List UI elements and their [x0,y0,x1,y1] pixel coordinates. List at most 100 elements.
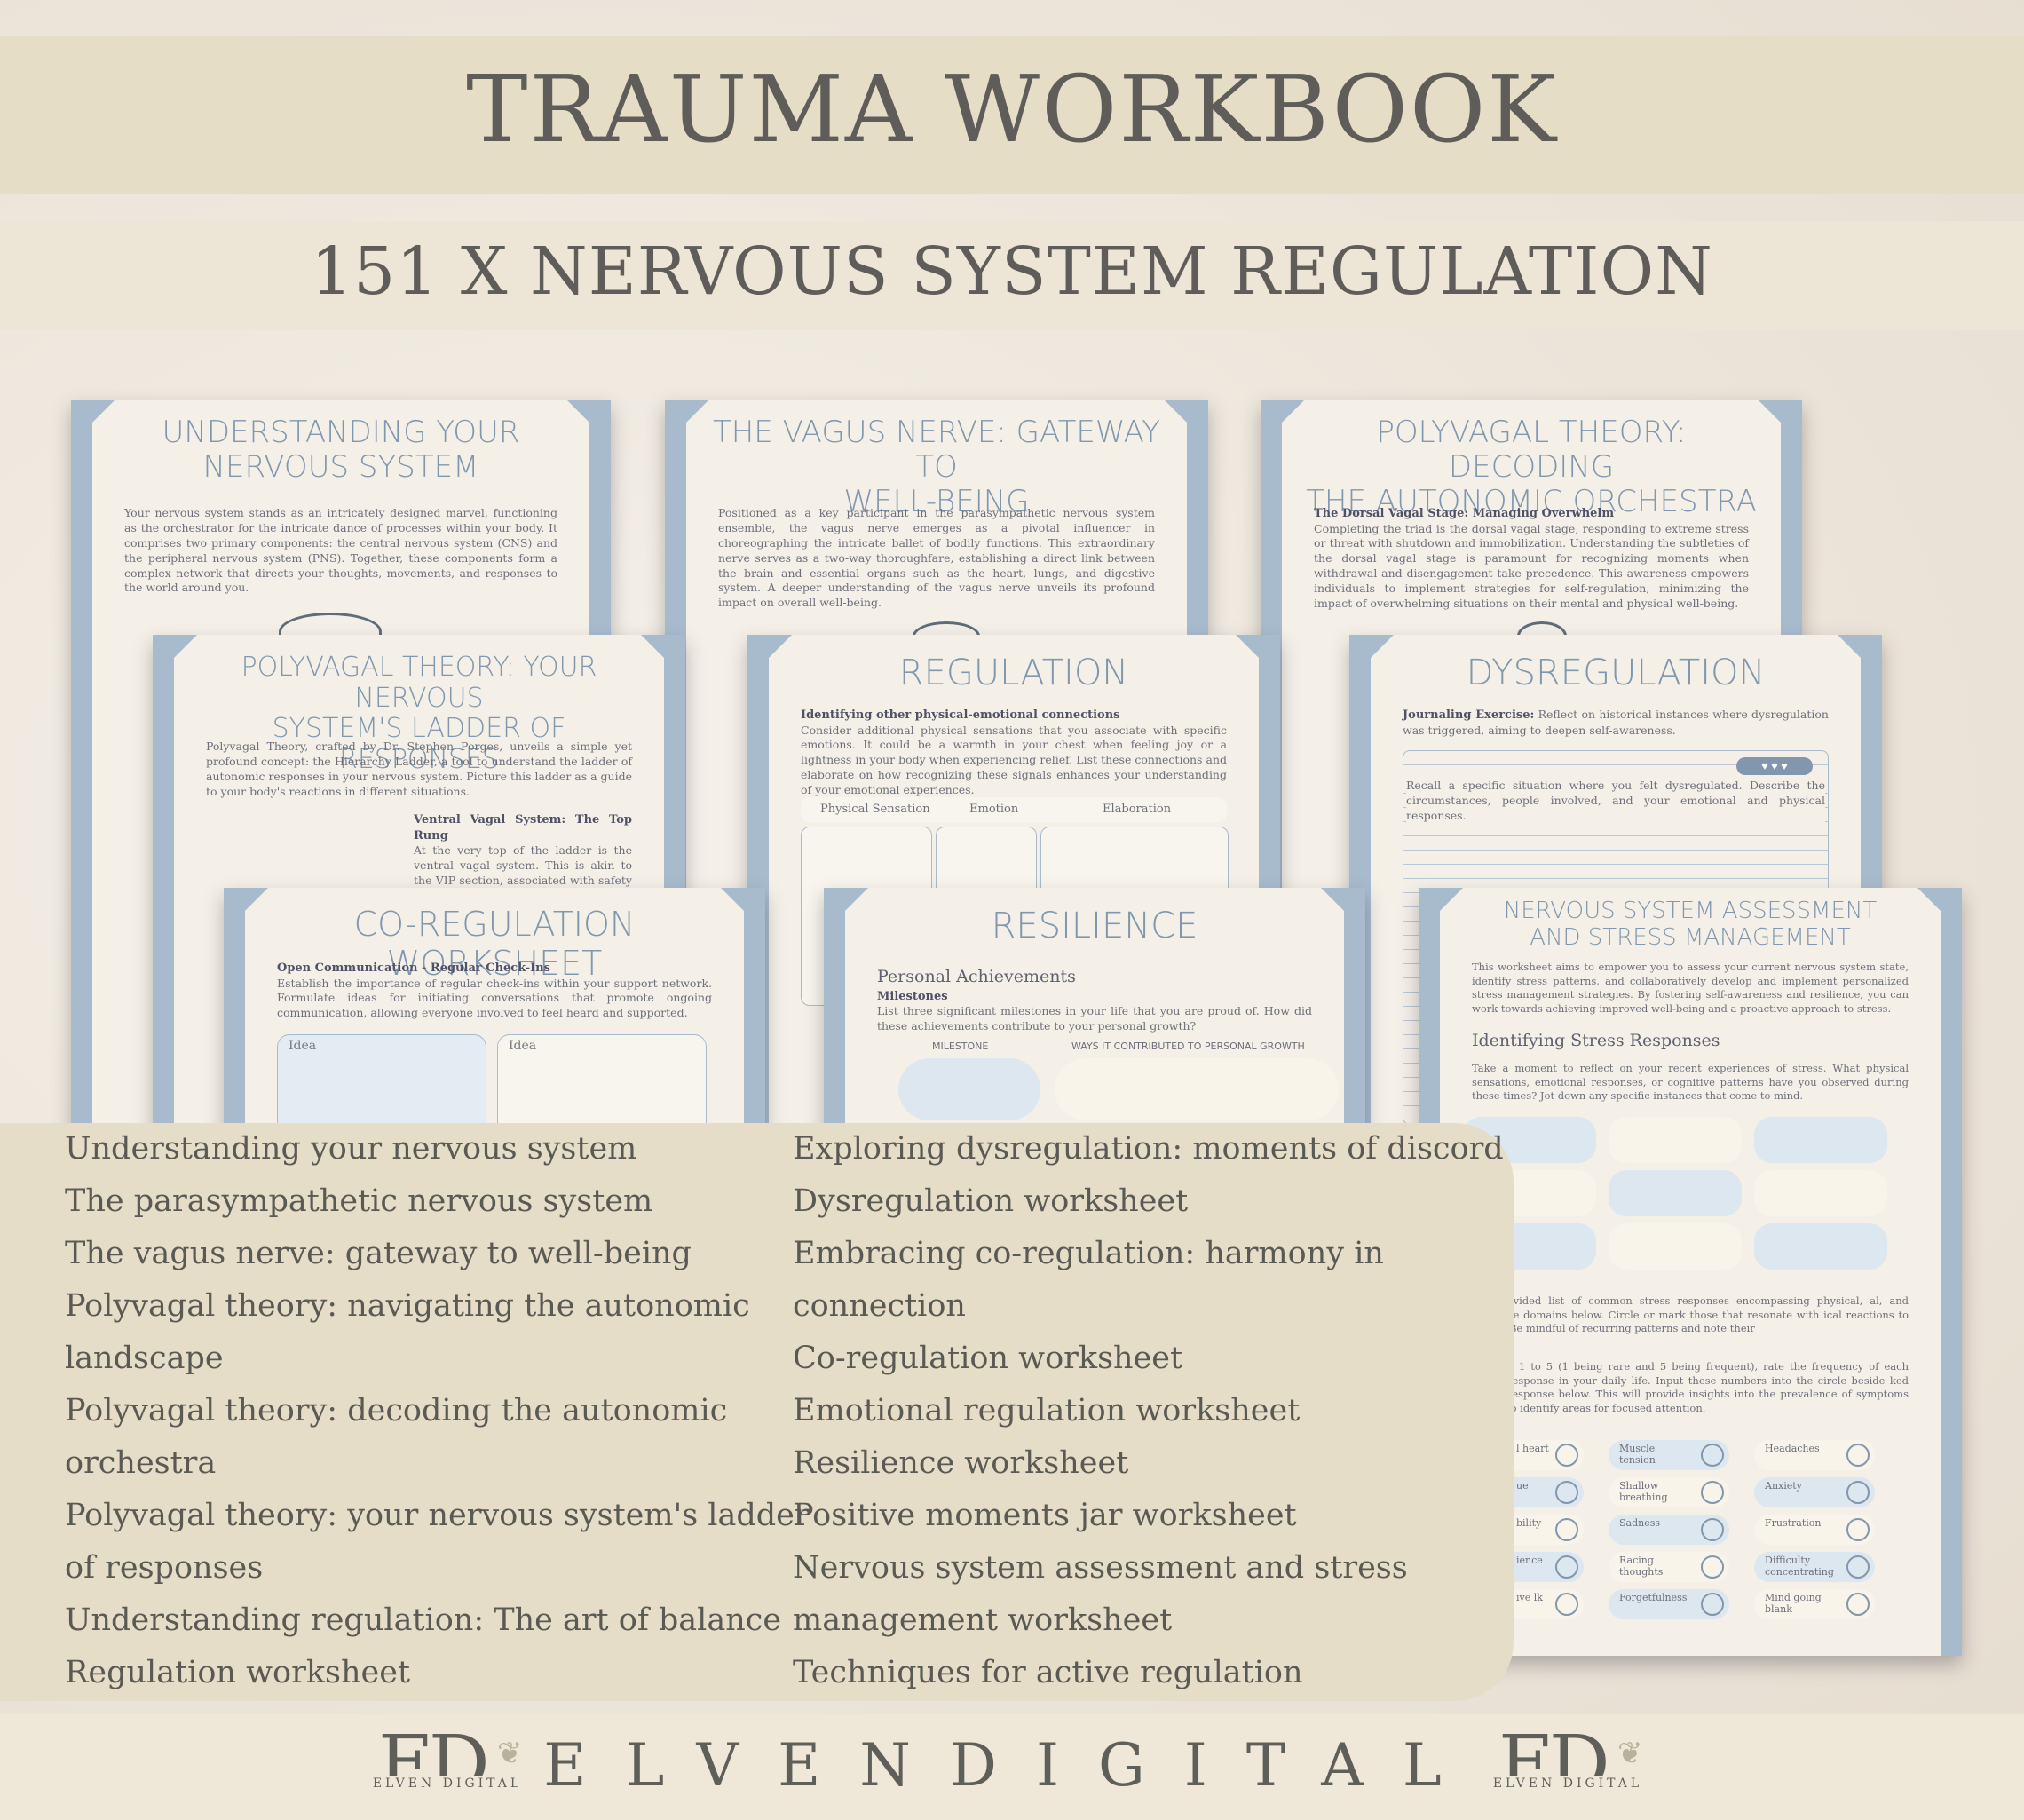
contents-item: Positive moments jar worksheet [793,1498,1297,1533]
contents-item: orchestra [65,1445,217,1481]
logo-monogram: ED [1498,1720,1610,1808]
page-body-3: the provided list of common stress respo… [1472,1294,1909,1335]
page-body: Reflect on historical instances where dy… [1403,708,1829,737]
page-subtitle: 151 X NERVOUS SYSTEM REGULATION [311,233,1713,310]
page-body-4: scale of 1 to 5 (1 being rare and 5 bein… [1472,1360,1909,1414]
milestone-field[interactable] [898,1058,1040,1120]
page-heading-line1: NERVOUS SYSTEM ASSESSMENT [1503,898,1878,924]
logo-caption: ELVEN DIGITAL [368,1776,527,1791]
stress-label: Racing thoughts [1619,1555,1664,1579]
idea-box-label: Idea [289,1039,317,1053]
page-heading-line1: UNDERSTANDING YOUR [162,415,520,450]
rating-circle[interactable] [1701,1593,1724,1616]
contents-item: Resilience worksheet [793,1445,1129,1481]
rating-circle[interactable] [1555,1444,1578,1467]
contents-panel: Understanding your nervous system The pa… [0,1123,1514,1701]
contents-item: Polyvagal theory: decoding the autonomic [65,1393,728,1428]
contents-item: Polyvagal theory: navigating the autonom… [65,1288,750,1324]
stress-row: Frustration [1754,1515,1875,1545]
page-heading: CO-REGULATION WORKSHEET [353,905,636,983]
rating-circle[interactable] [1846,1593,1870,1616]
page-heading-line1: POLYVAGAL THEORY: DECODING [1376,415,1687,486]
rating-circle[interactable] [1555,1518,1578,1541]
contents-item: Exploring dysregulation: moments of disc… [793,1131,1504,1167]
stress-label: Shallow breathing [1619,1480,1668,1504]
section-heading: Personal Achievements [877,967,1076,986]
page-heading: REGULATION [898,653,1129,693]
page-body: Polyvagal Theory, crafted by Dr. Stephen… [206,740,632,798]
contents-item: Regulation worksheet [65,1655,411,1690]
page-subheading: Milestones [877,989,948,1003]
response-field[interactable] [1754,1170,1887,1216]
page-body: Establish the importance of regular chec… [277,976,712,1020]
rating-circle[interactable] [1846,1555,1870,1579]
page-heading-line2: WELL-BEING [843,484,1030,520]
page-subheading: Journaling Exercise: [1403,708,1535,722]
stress-label: Anxiety [1765,1480,1802,1492]
page-subheading: Ventral Vagal System: The Top Rung [414,813,632,843]
response-field[interactable] [1754,1117,1887,1163]
stress-label: bility [1516,1517,1542,1529]
rating-circle[interactable] [1555,1593,1578,1616]
hearts-badge: ♥ ♥ ♥ [1736,757,1813,775]
footer-band [0,1714,2024,1820]
response-field[interactable] [1609,1117,1742,1163]
stress-row: Difficulty concentrating [1754,1552,1875,1582]
rating-circle[interactable] [1701,1481,1724,1504]
stress-row: Anxiety [1754,1477,1875,1507]
page-subheading: The Dorsal Vagal Stage: Managing Overwhe… [1314,507,1615,520]
page-heading-line2: NERVOUS SYSTEM [202,449,479,486]
rating-circle[interactable] [1846,1444,1870,1467]
rating-circle[interactable] [1701,1555,1724,1579]
column-header: Elaboration [1103,803,1172,816]
stress-label: ue [1516,1480,1529,1492]
stress-row: Forgetfulness [1609,1589,1729,1619]
page-body-2: Take a moment to reflect on your recent … [1472,1062,1909,1103]
contents-item: Techniques for active regulation [793,1655,1303,1690]
leaf-icon: ❦ [497,1737,523,1770]
contents-item: of responses [65,1550,264,1586]
page-heading-line2: AND STRESS MANAGEMENT [1530,923,1851,951]
page-heading-line1: THE VAGUS NERVE: GATEWAY TO [712,415,1161,486]
stress-label: Headaches [1765,1443,1820,1454]
title-band [0,36,2024,194]
stress-label: Mind going blank [1765,1592,1822,1616]
column-header: WAYS IT CONTRIBUTED TO PERSONAL GROWTH [1071,1041,1305,1052]
rating-circle[interactable] [1846,1481,1870,1504]
page-heading-line2: SYSTEM'S LADDER OF RESPONSES [272,713,566,775]
response-field[interactable] [1754,1223,1887,1270]
response-field[interactable] [1609,1170,1742,1216]
page-body: Your nervous system stands as an intrica… [124,506,557,595]
stress-row: Mind going blank [1754,1589,1875,1619]
logo-monogram: ED [378,1720,490,1808]
page-body: Positioned as a key participant in the p… [718,506,1155,610]
contents-item: Dysregulation worksheet [793,1183,1189,1219]
brand-logo: ED ❦ ELVEN DIGITAL [1488,1720,1648,1814]
rating-circle[interactable] [1701,1444,1724,1467]
contents-item: connection [793,1288,966,1324]
section-heading: Identifying Stress Responses [1472,1031,1720,1050]
page-heading-line1: POLYVAGAL THEORY: YOUR NERVOUS [241,652,597,714]
rating-circle[interactable] [1701,1518,1724,1541]
page-body: Consider additional physical sensations … [801,723,1227,797]
stress-row: Racing thoughts [1609,1552,1729,1582]
brand-logo: ED ❦ ELVEN DIGITAL [368,1720,527,1814]
growth-field[interactable] [1055,1058,1339,1120]
stress-row: Shallow breathing [1609,1477,1729,1507]
rating-circle[interactable] [1555,1481,1578,1504]
page-title: TRAUMA WORKBOOK [466,55,1558,163]
response-field[interactable] [1609,1223,1742,1270]
contents-item: The vagus nerve: gateway to well-being [65,1236,692,1271]
contents-item: Embracing co-regulation: harmony in [793,1236,1384,1271]
page-subheading: Identifying other physical-emotional con… [801,708,1120,722]
contents-item: landscape [65,1341,224,1376]
stress-row: Muscle tension [1609,1440,1729,1470]
rating-circle[interactable] [1555,1555,1578,1579]
rating-circle[interactable] [1846,1518,1870,1541]
contents-item: Co-regulation worksheet [793,1341,1183,1376]
workbook-page-assessment: NERVOUS SYSTEM ASSESSMENT AND STRESS MAN… [1419,888,1962,1656]
stress-label: Forgetfulness [1619,1592,1688,1603]
stress-label: ive lk [1516,1592,1543,1603]
contents-item: Understanding regulation: The art of bal… [65,1602,782,1638]
column-header: MILESTONE [932,1041,989,1052]
